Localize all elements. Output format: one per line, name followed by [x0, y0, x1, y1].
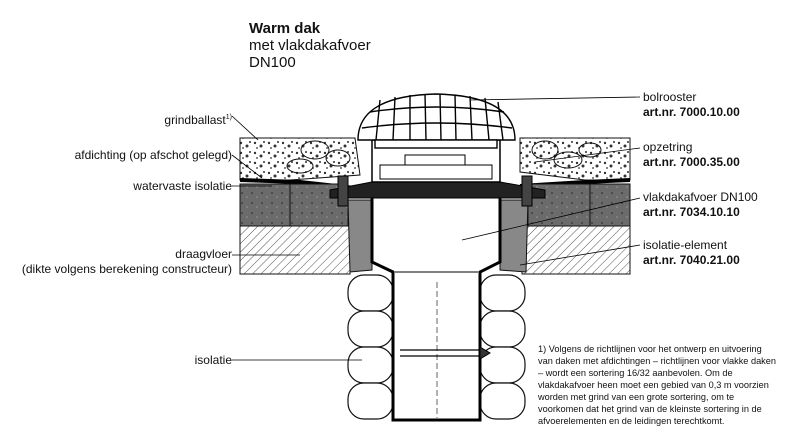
- label-vlakdakafvoer-article: art.nr. 7034.10.10: [643, 205, 740, 219]
- label-watervaste-isolatie: watervaste isolatie: [133, 179, 232, 193]
- grate-dome: [357, 93, 516, 149]
- label-grindballast-text: grindballast: [164, 113, 226, 127]
- label-bolrooster-name: bolrooster: [643, 90, 697, 104]
- label-afdichting: afdichting (op afschot gelegd): [74, 148, 232, 162]
- label-opzetring-article: art.nr. 7000.35.00: [643, 155, 740, 169]
- title-line-3: DN100: [249, 54, 296, 71]
- pipe-insulation: [347, 274, 526, 420]
- flange: [329, 139, 546, 207]
- label-draagvloer-line-2: (dikte volgens berekening constructeur): [21, 262, 232, 276]
- label-draagvloer: draagvloer (dikte volgens berekening con…: [12, 247, 232, 277]
- label-vlakdakafvoer: vlakdakafvoer DN100 art.nr. 7034.10.10: [643, 190, 758, 220]
- gravel-layer: [239, 137, 631, 181]
- label-bolrooster-article: art.nr. 7000.10.00: [643, 105, 740, 119]
- label-isolatie-element-article: art.nr. 7040.21.00: [643, 253, 740, 267]
- title-line-1: Warm dak: [249, 20, 321, 37]
- label-bolrooster: bolrooster art.nr. 7000.10.00: [643, 90, 740, 120]
- insulation-element: [347, 199, 529, 273]
- label-grindballast: grindballast1): [120, 110, 232, 128]
- label-isolatie-element-name: isolatie-element: [643, 238, 728, 252]
- label-isolatie-element: isolatie-element art.nr. 7040.21.00: [643, 238, 740, 268]
- label-vlakdakafvoer-name: vlakdakafvoer DN100: [643, 190, 758, 204]
- label-opzetring: opzetring art.nr. 7000.35.00: [643, 140, 740, 170]
- label-opzetring-name: opzetring: [643, 140, 693, 154]
- drain-body: [370, 188, 502, 422]
- footnote: 1) Volgens de richtlijnen voor het ontwe…: [538, 344, 776, 426]
- label-grindballast-footnote-mark: 1): [225, 114, 232, 121]
- title-line-2: met vlakdakafvoer: [249, 37, 371, 54]
- label-isolatie: isolatie: [194, 353, 232, 367]
- leader-lines: [231, 96, 641, 361]
- diagram-title: Warm dak met vlakdakafvoer DN100: [249, 20, 371, 71]
- label-draagvloer-line-1: draagvloer: [175, 247, 232, 261]
- concrete-floor: [239, 225, 631, 275]
